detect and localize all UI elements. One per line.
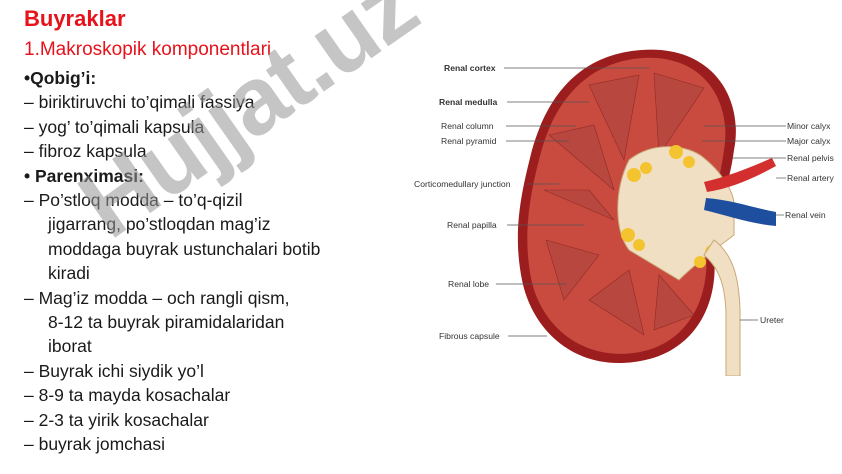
kidney-diagram: Renal cortex Renal medulla Renal column … <box>414 49 835 376</box>
renal-sinus-fat <box>621 145 719 268</box>
renal-artery <box>704 158 776 192</box>
bullet-line: – Buyrak ichi siydik yo’l <box>24 360 204 381</box>
label-fibrous-capsule: Fibrous capsule <box>439 331 500 341</box>
bullet-line: – fibroz kapsula <box>24 141 147 162</box>
bullet-line: – biriktiruvchi to’qimali fassiya <box>24 92 255 113</box>
label-renal-lobe: Renal lobe <box>448 279 489 289</box>
bullet-line: – 2-3 ta yirik kosachalar <box>24 409 209 430</box>
bullet-line: – Mag’iz modda – och rangli qism, <box>24 287 290 308</box>
ureter <box>703 239 741 376</box>
renal-vein <box>704 198 776 226</box>
bullet-line: moddaga buyrak ustunchalari botib <box>48 238 321 259</box>
bullet-line: •Qobig’i: <box>24 68 97 88</box>
label-renal-papilla: Renal papilla <box>447 220 497 230</box>
slide-subtitle: 1.Makroskopik komponentlari <box>24 39 272 60</box>
label-renal-column: Renal column <box>441 121 494 131</box>
label-ureter: Ureter <box>760 315 784 325</box>
renal-pelvis-area <box>617 146 735 281</box>
bullet-line: – Po’stloq modda – to’q-qizil <box>24 190 243 211</box>
bullet-line: kiradi <box>48 263 90 284</box>
bullet-line: 8-12 ta buyrak piramidalaridan <box>48 312 285 333</box>
label-renal-medulla: Renal medulla <box>439 97 497 107</box>
label-renal-artery: Renal artery <box>787 173 835 183</box>
bullet-line: jigarrang, po’stloqdan mag’iz <box>48 214 271 235</box>
kidney-figure: Renal cortex Renal medulla Renal column … <box>414 40 840 376</box>
label-renal-pyramid: Renal pyramid <box>441 136 497 146</box>
bullet-line: – yog’ to’qimali kapsula <box>24 116 205 137</box>
bullet-line: – 8-9 ta mayda kosachalar <box>24 385 231 406</box>
label-corticomedullary-junction: Corticomedullary junction <box>414 179 511 189</box>
bullet-line: iborat <box>48 336 92 357</box>
label-renal-pelvis: Renal pelvis <box>787 153 834 163</box>
bullet-list: •Qobig’i: – biriktiruvchi to’qimali fassi… <box>24 66 404 457</box>
bullet-line: – buyrak jomchasi <box>24 434 166 455</box>
label-renal-cortex: Renal cortex <box>444 63 496 73</box>
slide-title: Buyraklar <box>24 6 126 31</box>
bullet-line: • Parenximasi: <box>24 165 144 186</box>
label-minor-calyx: Minor calyx <box>787 121 831 131</box>
label-major-calyx: Major calyx <box>787 136 831 146</box>
label-renal-vein: Renal vein <box>785 210 826 220</box>
